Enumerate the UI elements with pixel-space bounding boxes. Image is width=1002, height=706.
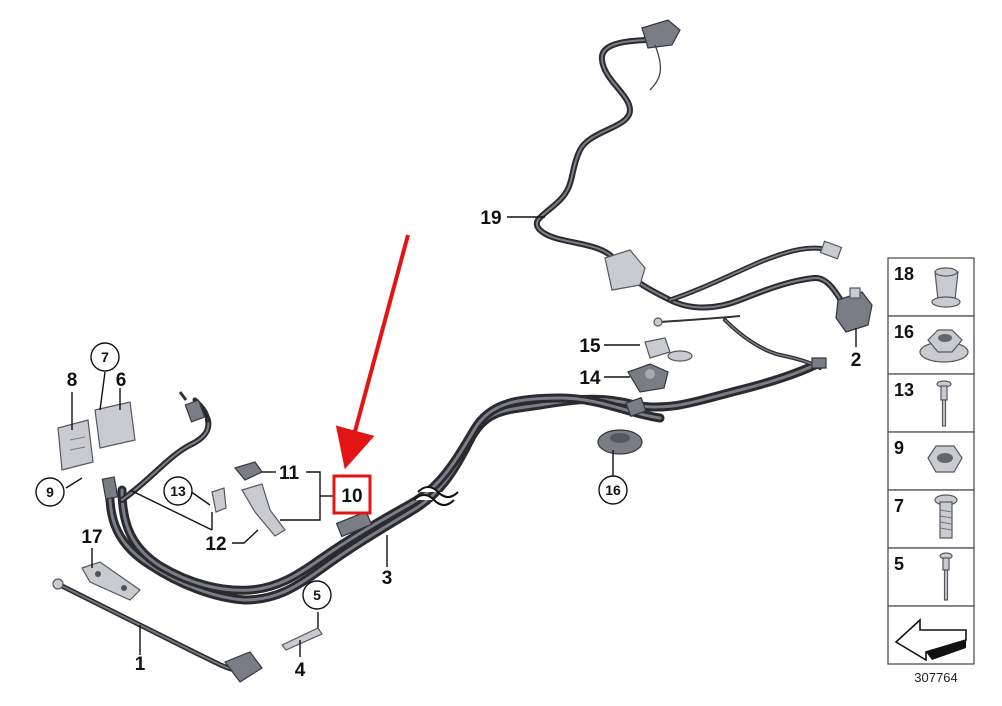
callout-19: 19 — [480, 208, 501, 229]
legend-label-5: 5 — [894, 554, 904, 574]
legend-cell-18 — [887, 257, 975, 317]
legend-label-7: 7 — [894, 496, 904, 516]
parts-14-15 — [627, 337, 693, 393]
callout-7: 7 — [101, 349, 109, 365]
callout-11: 11 — [279, 463, 300, 484]
direction-arrow-icon — [894, 618, 967, 662]
legend-label-9: 9 — [894, 438, 904, 458]
callout-5: 5 — [313, 587, 321, 603]
legend-label-18: 18 — [894, 264, 914, 284]
diagram-reference-number: 307764 — [914, 670, 957, 685]
callout-6: 6 — [116, 370, 127, 391]
torx-screw-icon — [934, 494, 958, 539]
callout-1: 1 — [135, 654, 146, 675]
upper-cable — [533, 19, 853, 327]
brackets-6-8 — [57, 401, 136, 471]
legend-cell-5 — [887, 547, 975, 607]
callout-16-circle — [598, 475, 628, 505]
callout-17: 17 — [81, 527, 102, 548]
callout-13-circle — [163, 476, 193, 506]
flange-nut-icon — [931, 267, 961, 308]
left-cable-branch — [119, 391, 212, 503]
callout-16: 16 — [605, 482, 621, 498]
legend-cell-13 — [887, 373, 975, 433]
main-battery-cable — [105, 360, 820, 605]
legend-label-16: 16 — [894, 322, 914, 342]
callout-10: 10 — [341, 486, 362, 507]
right-cable-branch — [723, 318, 827, 370]
callout-2: 2 — [851, 350, 862, 371]
leader-lines — [65, 216, 857, 657]
callout-12: 12 — [205, 534, 226, 555]
callout-labels: 1 2 3 4 5 6 7 8 9 10 11 12 13 14 15 16 1… — [35, 208, 862, 681]
hex-nut-washer-icon — [919, 329, 969, 363]
legend-cell-7 — [887, 489, 975, 549]
bracket-17 — [81, 561, 141, 601]
callout-13: 13 — [170, 483, 186, 499]
red-annotation-arrow — [335, 234, 410, 470]
callout-4: 4 — [295, 660, 306, 681]
callout-14: 14 — [579, 368, 601, 389]
ground-cable-1 — [52, 578, 263, 683]
callout-10-highlight-box — [332, 474, 372, 515]
callout-8: 8 — [67, 370, 78, 391]
rivet-icon — [936, 380, 952, 427]
battery-terminal-2 — [835, 287, 873, 333]
legend-label-13: 13 — [894, 380, 914, 400]
strip-4 — [281, 627, 323, 651]
callout-9-circle — [35, 477, 65, 507]
callout-15: 15 — [579, 336, 601, 357]
expanding-rivet-icon — [939, 552, 953, 601]
hex-nut-icon — [927, 445, 963, 473]
callout-3: 3 — [382, 568, 393, 589]
fastener-legend: 18 16 13 9 7 5 — [887, 257, 975, 685]
callout-5-circle — [302, 580, 332, 610]
callout-9: 9 — [46, 484, 54, 500]
grommet-16 — [597, 396, 647, 455]
clips-11-12-13 — [101, 461, 286, 537]
callout-7-circle — [90, 342, 120, 372]
